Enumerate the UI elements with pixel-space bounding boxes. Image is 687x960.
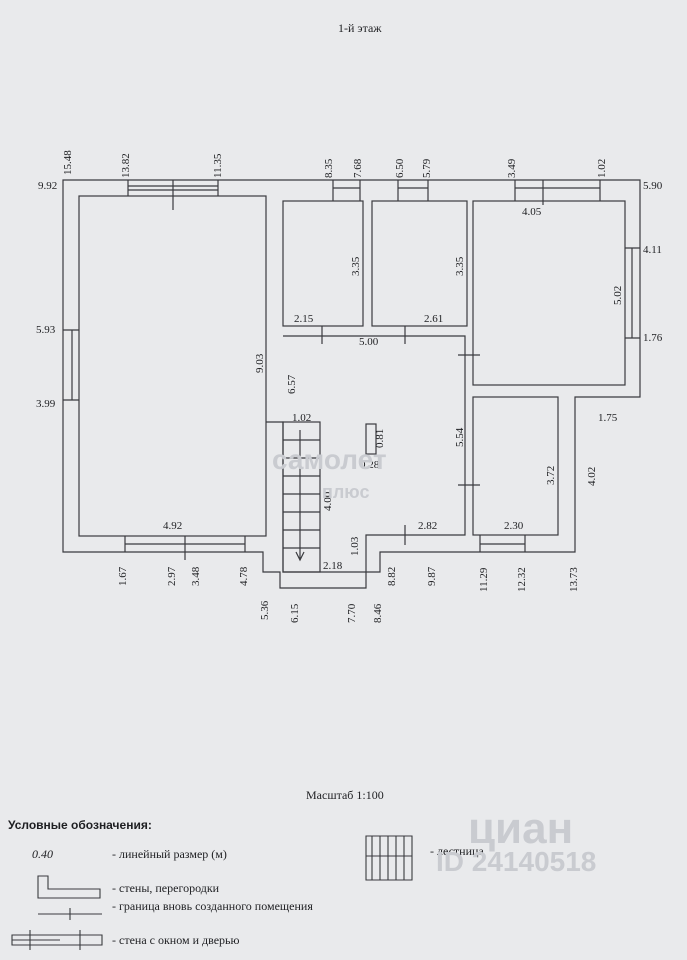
dim-label: 6.50 [394,158,406,178]
room-right [472,200,626,386]
dim-label: 5.36 [259,600,271,620]
room-left [78,195,267,537]
window-top-right [514,180,601,205]
dim-label: 6.57 [286,374,298,394]
watermark-brand-plus: плюс [322,482,370,502]
dim-label: 9.03 [254,353,266,373]
dim-label: 2.18 [323,560,343,572]
legend-item-boundary: - граница вновь созданного помещения [112,899,313,913]
window-top-mid [332,180,361,201]
stair-steps [283,439,320,549]
stair [282,421,321,573]
legend-item-stair: - лестница [430,844,484,858]
stair-arrow [295,430,305,562]
window-left [63,329,79,401]
dim-label: 1.67 [117,566,129,586]
dim-label: 1.75 [598,412,618,424]
dim-label: 7.68 [352,158,364,178]
dim-label: 2.15 [294,313,314,325]
dim-label: 3.72 [545,465,557,485]
dim-label: 2.61 [424,313,444,325]
dim-label: 8.82 [386,566,398,586]
dim-label: 5.54 [454,427,466,447]
room-top-2 [371,200,468,327]
legend-sample-value: 0.40 [32,847,53,861]
dim-label: 5.00 [359,336,379,348]
window-right [625,247,640,339]
legend-heading: Условные обозначения: [8,818,152,832]
watermark-cian: циан [468,804,574,853]
dim-label: 4.78 [238,566,250,586]
dim-label: 2.82 [418,520,438,532]
plan-title: 1-й этаж [338,21,382,35]
dim-label: 6.15 [289,603,301,623]
outer-wall [62,179,641,589]
dim-label: 9.87 [426,566,438,586]
dim-label: 3.99 [36,398,56,410]
dim-label: 3.48 [190,566,202,586]
dim-label: 3.35 [454,256,466,276]
window-bottom-left [124,536,246,560]
column [365,423,377,455]
dim-label: 11.29 [478,567,490,592]
window-bottom-right [479,535,526,552]
watermark-brand: самолет [272,444,387,475]
dim-label: 5.90 [643,180,663,192]
partition-ticks [321,326,480,545]
room-bottom-right [472,396,559,536]
window-top-left [127,180,219,210]
watermark-cian-id: ID 24140518 [436,846,597,877]
dim-label: 4.02 [586,466,598,486]
dim-label: 12.32 [516,567,528,592]
dim-label: 15.48 [62,150,74,175]
dim-label: 3.35 [350,256,362,276]
dim-label: 13.82 [120,153,132,178]
dim-label: 5.93 [36,324,56,336]
dim-label: 5.79 [421,158,433,178]
dim-label: 7.70 [346,603,358,623]
dim-label: 1.02 [596,158,608,178]
legend-item-dimension: - линейный размер (м) [112,847,227,861]
dim-label: 8.35 [323,158,335,178]
legend-item-walls: - стены, перегородки [112,881,220,895]
dim-label: 1.03 [349,536,361,556]
dim-label: 2.30 [504,520,524,532]
dim-label: 0.28 [360,459,380,471]
legend-item-window-door: - стена с окном и дверью [112,933,240,947]
dim-label: 1.76 [643,332,663,344]
dim-label: 2.97 [166,566,178,586]
dim-label: 3.49 [506,158,518,178]
dim-label: 13.73 [568,567,580,592]
dim-label: 11.35 [212,153,224,178]
dim-label: 4.92 [163,520,183,532]
window-top-mid2 [397,180,429,201]
scale-label: Масштаб 1:100 [306,788,384,802]
dim-label: 8.46 [372,603,384,623]
dim-label: 5.02 [612,285,624,305]
dim-label: 4.05 [522,206,542,218]
room-top-1 [282,200,364,327]
dim-label: 1.02 [292,412,312,424]
dim-label: 9.92 [38,180,58,192]
dim-label: 4.11 [643,244,662,256]
